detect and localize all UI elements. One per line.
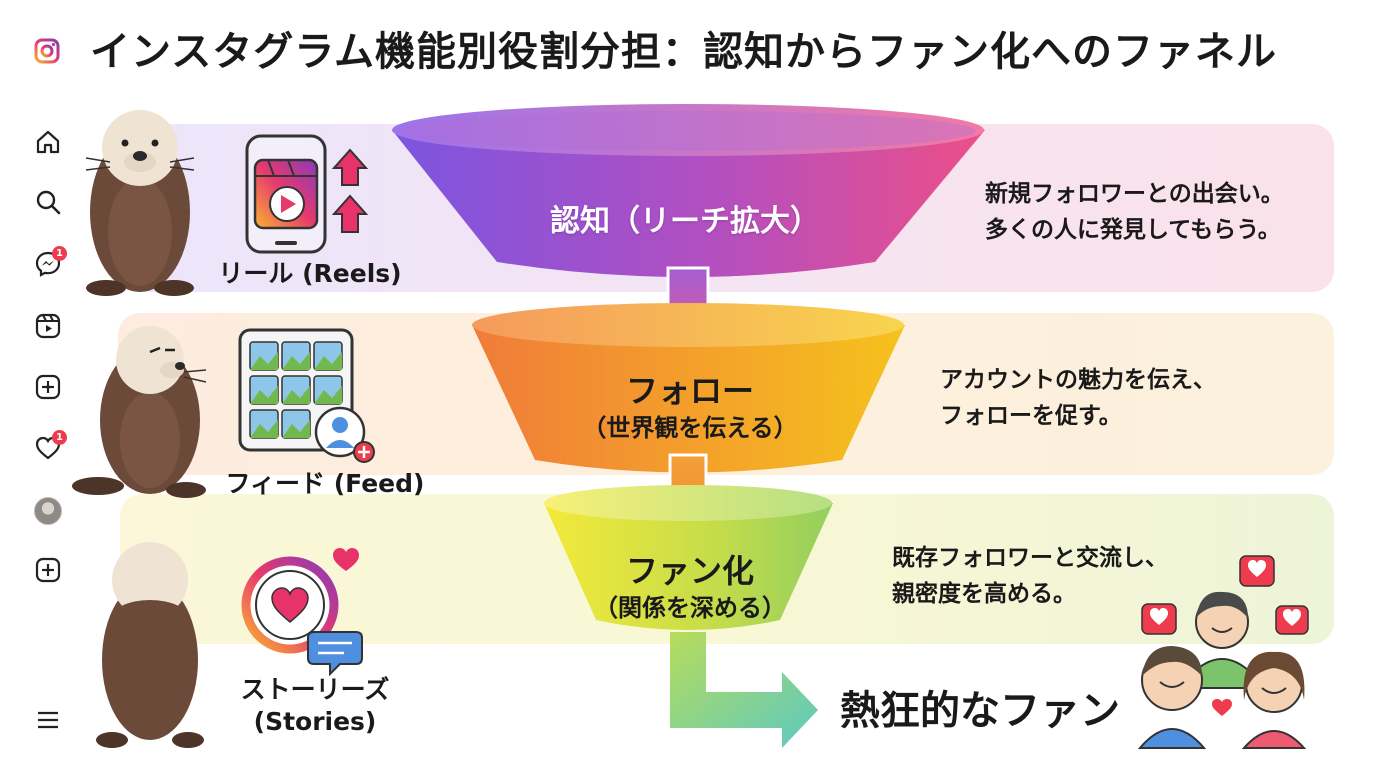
instagram-icon: [34, 38, 60, 64]
chat-bubble-icon: [307, 631, 363, 677]
create-icon[interactable]: [34, 373, 62, 401]
result-label: 熱狂的なファン: [840, 688, 1120, 734]
description-line: フォローを促す。: [940, 403, 1122, 429]
stage-subtitle-fan: （関係を深める）: [594, 594, 786, 622]
stories-ring-icon: [241, 556, 339, 654]
fans-group-icon: [1137, 591, 1307, 749]
like-bubble-icon-2: [1239, 555, 1275, 587]
feed-grid-icon: [238, 328, 375, 463]
avatar[interactable]: [34, 497, 62, 525]
growth-arrows-icon: [331, 148, 369, 233]
stage-title-awareness: 認知（リーチ拡大）: [550, 204, 820, 239]
heart-icon-small: [1212, 699, 1232, 716]
funnel-segment-fan: [544, 485, 833, 630]
otter-mascot-2: [72, 326, 207, 498]
description-line: 多くの人に発見してもらう。: [985, 217, 1281, 243]
messenger-icon[interactable]: [34, 250, 62, 278]
like-bubble-icon-3: [1275, 605, 1309, 635]
stage-title-fan: ファン化: [625, 552, 754, 590]
add-icon[interactable]: [34, 556, 62, 584]
stage-description-fan: 既存フォロワーと交流し、 親密度を高める。: [892, 540, 1168, 612]
otter-mascot-3: [96, 542, 204, 748]
stage-description-follow: アカウントの魅力を伝え、 フォローを促す。: [940, 362, 1216, 434]
messenger-badge: 1: [52, 246, 67, 261]
otter-mascot-1: [85, 110, 195, 296]
reels-phone-icon: [245, 134, 327, 254]
reels-icon[interactable]: [34, 312, 62, 340]
feature-label-line: (Stories): [253, 707, 377, 736]
page-title: インスタグラム機能別役割分担：認知からファン化へのファネル: [90, 29, 1277, 75]
notifications-badge: 1: [52, 430, 67, 445]
arrow-to-result: [670, 632, 818, 748]
feature-label-feed: フィード (Feed): [225, 469, 425, 498]
description-line: 新規フォロワーとの出会い。: [985, 181, 1284, 207]
description-line: 既存フォロワーと交流し、: [892, 545, 1168, 571]
menu-icon[interactable]: [34, 706, 62, 734]
heart-icon-floating: [333, 548, 359, 571]
stage-subtitle-follow: （世界観を伝える）: [582, 414, 798, 442]
funnel-segment-awareness: [392, 104, 985, 277]
feature-label-stories: ストーリーズ (Stories): [220, 674, 410, 738]
funnel-segment-follow: [472, 303, 905, 473]
description-line: アカウントの魅力を伝え、: [940, 367, 1216, 393]
like-bubble-icon-1: [1141, 603, 1177, 635]
home-icon[interactable]: [34, 128, 62, 156]
search-icon[interactable]: [34, 188, 62, 216]
stage-description-awareness: 新規フォロワーとの出会い。 多くの人に発見してもらう。: [985, 176, 1284, 248]
feature-label-line: ストーリーズ: [240, 675, 390, 704]
description-line: 親密度を高める。: [892, 581, 1076, 607]
stage-title-follow: フォロー: [625, 372, 754, 410]
feature-label-reels: リール (Reels): [218, 259, 402, 288]
